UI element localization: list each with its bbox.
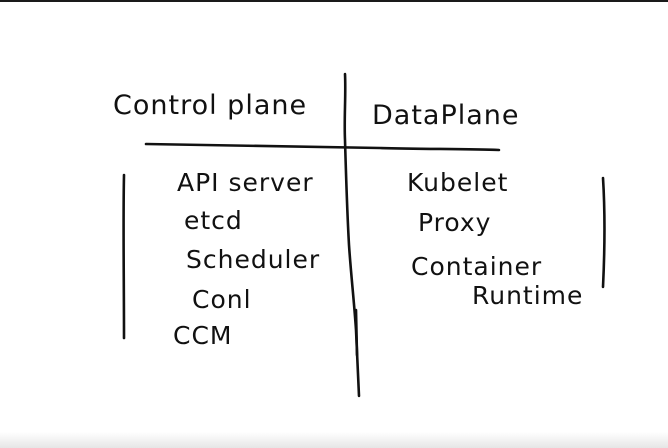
data-plane-item-proxy: Proxy — [418, 208, 491, 237]
data-plane-item-runtime: Runtime — [472, 281, 583, 310]
divider-tail-stroke — [354, 308, 359, 357]
top-border — [0, 0, 668, 2]
control-plane-item-api-server: API server — [177, 168, 314, 197]
data-plane-item-kubelet: Kubelet — [407, 168, 508, 197]
data-plane-heading: DataPlane — [372, 100, 520, 131]
control-plane-item-etcd: etcd — [184, 206, 243, 235]
header-underline — [144, 142, 501, 152]
data-plane-item-container: Container — [411, 252, 542, 281]
control-plane-heading: Control plane — [113, 90, 307, 121]
bottom-shadow — [0, 432, 668, 448]
control-plane-item-conl: Conl — [192, 285, 252, 314]
control-plane-item-scheduler: Scheduler — [186, 245, 320, 274]
control-plane-item-ccm: CCM — [173, 321, 232, 350]
right-bracket — [601, 176, 606, 289]
